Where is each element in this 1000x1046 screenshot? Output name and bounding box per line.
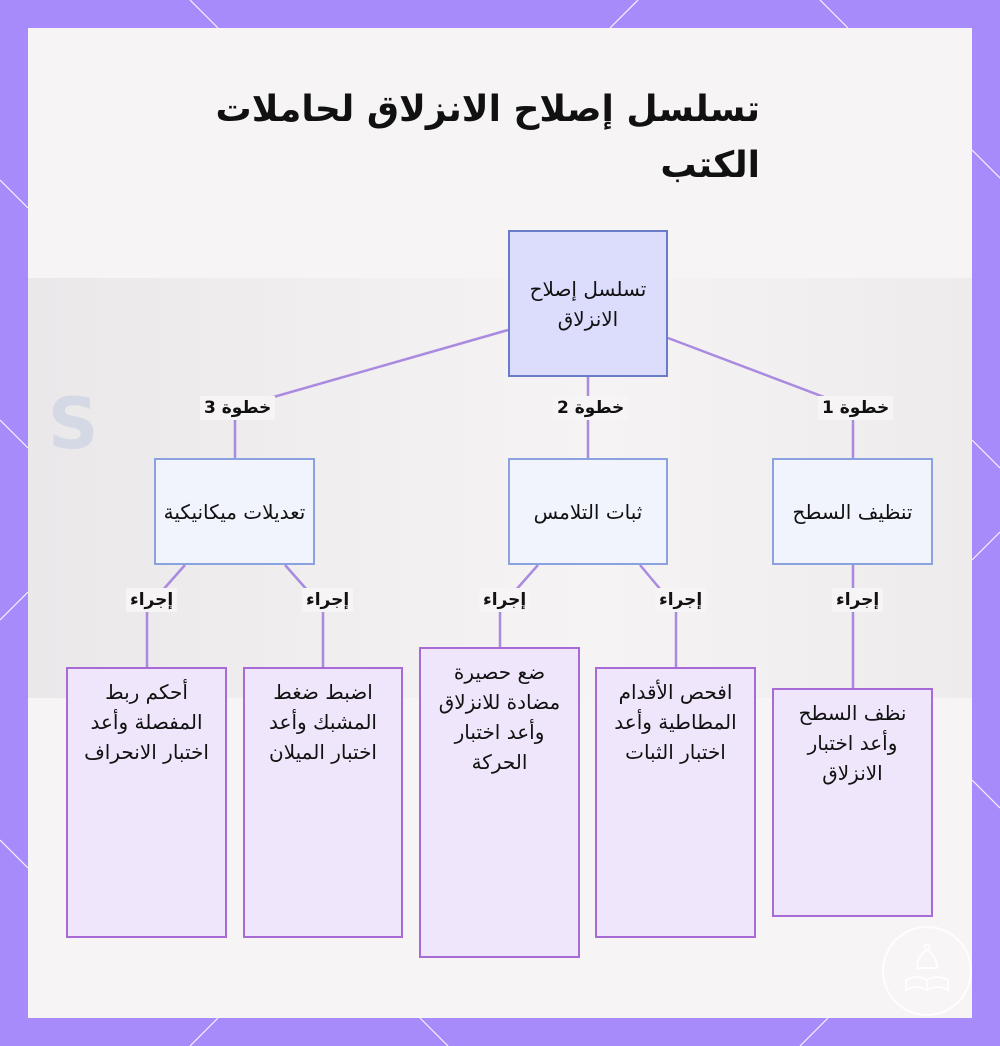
edge-label-step1: خطوة 1 [818,396,894,420]
action-node-clean-surface: نظف السطح وأعد اختبار الانزلاق [772,688,933,917]
action-node-anti-slip-mat: ضع حصيرة مضادة للانزلاق وأعد اختبار الحر… [419,647,580,958]
action-node-label: أحكم ربط المفصلة وأعد اختبار الانحراف [84,680,209,764]
edge-label-action1: إجراء [832,588,884,612]
edge-label-step2: خطوة 2 [553,396,629,420]
root-node-label: تسلسل إصلاح الانزلاق [529,276,647,331]
action-node-label: نظف السطح وأعد اختبار الانزلاق [798,701,907,785]
action-node-label: ضع حصيرة مضادة للانزلاق وأعد اختبار الحر… [438,660,561,774]
step-node-label: تنظيف السطح [792,499,913,524]
step-node-label: ثبات التلامس [533,499,643,524]
action-node-label: افحص الأقدام المطاطية وأعد اختبار الثبات [614,680,737,764]
edge-label-action4: إجراء [302,588,354,612]
edge-label-action2: إجراء [655,588,707,612]
logo-graphic [905,943,949,992]
background-letters: S [48,383,99,465]
action-node-tighten-hinge: أحكم ربط المفصلة وأعد اختبار الانحراف [66,667,227,938]
step-node-label: تعديلات ميكانيكية [163,499,306,524]
step-node-mechanical-adjustments: تعديلات ميكانيكية [154,458,315,565]
step-node-surface-cleaning: تنظيف السطح [772,458,933,565]
edge-label-action3: إجراء [479,588,531,612]
step-node-contact-stability: ثبات التلامس [508,458,668,565]
action-node-adjust-clamp: اضبط ضغط المشبك وأعد اختبار الميلان [243,667,403,938]
book-bell-logo-icon [882,926,972,1016]
edge-label-step3: خطوة 3 [200,396,276,420]
edge-root-step3 [234,328,509,410]
action-node-check-rubber-feet: افحص الأقدام المطاطية وأعد اختبار الثبات [595,667,756,938]
action-node-label: اضبط ضغط المشبك وأعد اختبار الميلان [269,680,377,764]
edge-label-action5: إجراء [126,588,178,612]
root-node: تسلسل إصلاح الانزلاق [508,230,668,377]
diagram-title: تسلسل إصلاح الانزلاق لحاملات الكتب [215,89,760,186]
